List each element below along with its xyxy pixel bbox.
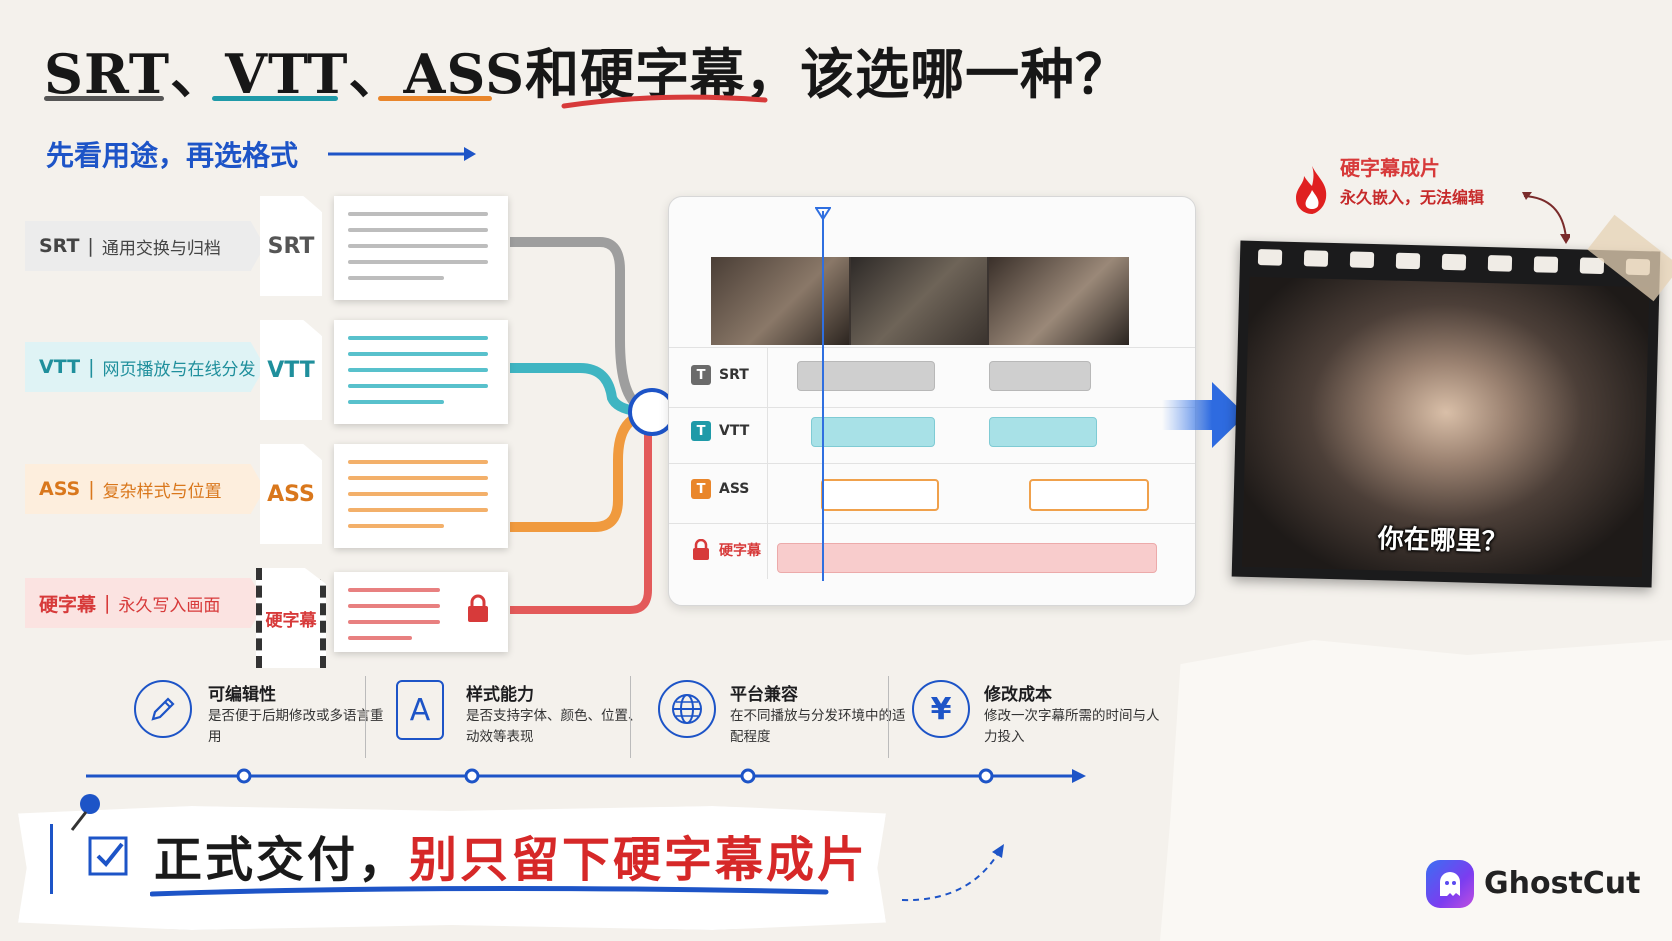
criterion-compatibility: 平台兼容 在不同播放与分发环境中的适配程度 <box>658 680 908 760</box>
criterion-style: A 样式能力 是否支持字体、颜色、位置、动效等表现 <box>396 680 646 760</box>
underline-srt <box>44 96 164 101</box>
lock-icon <box>693 539 709 560</box>
criterion-title: 样式能力 <box>466 685 534 705</box>
yen-icon: ¥ <box>912 680 970 738</box>
criterion-title: 修改成本 <box>984 685 1052 705</box>
conclusion-text: 正式交付，别只留下硬字幕成片 <box>154 820 868 890</box>
text-track-icon: T <box>691 479 711 499</box>
criterion-editability: 可编辑性 是否便于后期修改或多语言重用 <box>134 680 384 760</box>
vtt-cue-1[interactable] <box>811 417 935 447</box>
hardsub-track-bar <box>777 543 1157 573</box>
fire-icon <box>1296 166 1327 214</box>
vtt-cue-2[interactable] <box>989 417 1097 447</box>
thumbnail-frame-2 <box>851 257 987 345</box>
timeline-axis <box>86 768 1086 784</box>
tag-vtt: VTT|网页播放与在线分发 <box>25 342 265 392</box>
doc-preview-ass <box>334 444 508 548</box>
playhead[interactable] <box>822 211 824 581</box>
text-track-icon: T <box>691 421 711 441</box>
conclusion-highlight: 别只留下硬字幕成片 <box>409 832 869 888</box>
srt-cue-1[interactable] <box>797 361 935 391</box>
file-icon-ass: ASS <box>260 444 322 544</box>
text-track-icon: T <box>691 365 711 385</box>
curved-arrow-icon <box>1522 192 1570 244</box>
tag-srt-name: SRT <box>39 235 80 257</box>
tag-ass-name: ASS <box>39 478 81 500</box>
underline-vtt <box>212 96 338 101</box>
file-label-vtt: VTT <box>267 357 315 383</box>
tag-hardsub-desc: 永久写入画面 <box>118 595 221 616</box>
doc-preview-srt <box>334 196 508 300</box>
banner-accent-bar <box>50 824 53 894</box>
file-label-srt: SRT <box>267 233 315 259</box>
underline-hardsub <box>561 94 768 109</box>
page-title: SRT、VTT、ASS和硬字幕，该选哪一种？ <box>44 30 1130 109</box>
tag-srt: SRT|通用交换与归档 <box>25 221 265 271</box>
film-file-icon-hardsub: 硬字幕 <box>256 568 326 668</box>
conclusion-lead: 正式交付， <box>154 832 410 888</box>
criterion-desc: 是否便于后期修改或多语言重用 <box>208 708 384 745</box>
video-thumbnail-strip <box>711 257 1129 345</box>
checkbox-checked-icon <box>88 836 128 876</box>
conclusion-underline <box>150 885 829 897</box>
tag-vtt-name: VTT <box>39 356 81 378</box>
conclusion-banner <box>18 806 886 930</box>
tag-vtt-desc: 网页播放与在线分发 <box>102 359 256 380</box>
tag-ass-desc: 复杂样式与位置 <box>102 481 222 502</box>
tag-ass: ASS|复杂样式与位置 <box>25 464 265 514</box>
torn-paper-background <box>1160 640 1672 941</box>
globe-icon <box>658 680 716 738</box>
hardsub-video-frame: 你在哪里？ <box>1231 240 1661 588</box>
pencil-icon <box>134 680 192 738</box>
ghostcut-logo-icon <box>1426 860 1474 908</box>
criterion-title: 平台兼容 <box>730 685 798 705</box>
doc-preview-vtt <box>334 320 508 424</box>
title-formats: SRT、VTT、ASS <box>44 42 526 106</box>
big-arrow-right-icon <box>1162 382 1246 448</box>
file-label-ass: ASS <box>267 481 315 507</box>
font-a-icon: A <box>396 680 444 740</box>
tag-hardsub-name: 硬字幕 <box>39 593 97 616</box>
file-label-hardsub: 硬字幕 <box>265 610 317 631</box>
criterion-cost: ¥ 修改成本 修改一次字幕所需的时间与人力投入 <box>912 680 1162 760</box>
brand-name: GhostCut <box>1484 866 1641 901</box>
ass-cue-2[interactable] <box>1029 479 1149 511</box>
lock-icon <box>468 594 488 622</box>
criterion-desc: 在不同播放与分发环境中的适配程度 <box>730 708 906 745</box>
playhead-marker-icon[interactable] <box>815 207 831 221</box>
title-question: 和硬字幕，该选哪一种？ <box>525 42 1131 106</box>
track-label-hardsub: 硬字幕 <box>691 539 761 561</box>
output-title: 硬字幕成片 <box>1340 156 1440 180</box>
dashed-arrow-icon <box>901 844 1004 902</box>
file-icon-vtt: VTT <box>260 320 322 420</box>
output-desc: 永久嵌入，无法编辑 <box>1340 188 1485 207</box>
underline-ass <box>378 96 492 101</box>
criterion-title: 可编辑性 <box>208 685 276 705</box>
thumbnail-frame-3 <box>989 257 1129 345</box>
tag-srt-desc: 通用交换与归档 <box>101 238 221 259</box>
criterion-desc: 修改一次字幕所需的时间与人力投入 <box>984 708 1160 745</box>
arrow-right-icon <box>328 147 476 161</box>
format-connectors <box>510 237 676 614</box>
thumbnail-frame-1 <box>711 257 849 345</box>
srt-cue-2[interactable] <box>989 361 1091 391</box>
criterion-desc: 是否支持字体、颜色、位置、动效等表现 <box>466 708 642 745</box>
doc-preview-hardsub <box>334 572 508 652</box>
file-icon-srt: SRT <box>260 196 322 296</box>
tag-hardsub: 硬字幕|永久写入画面 <box>25 578 265 628</box>
subtitle: 先看用途，再选格式 <box>46 139 299 172</box>
ass-cue-1[interactable] <box>821 479 939 511</box>
pushpin-icon <box>70 794 100 831</box>
